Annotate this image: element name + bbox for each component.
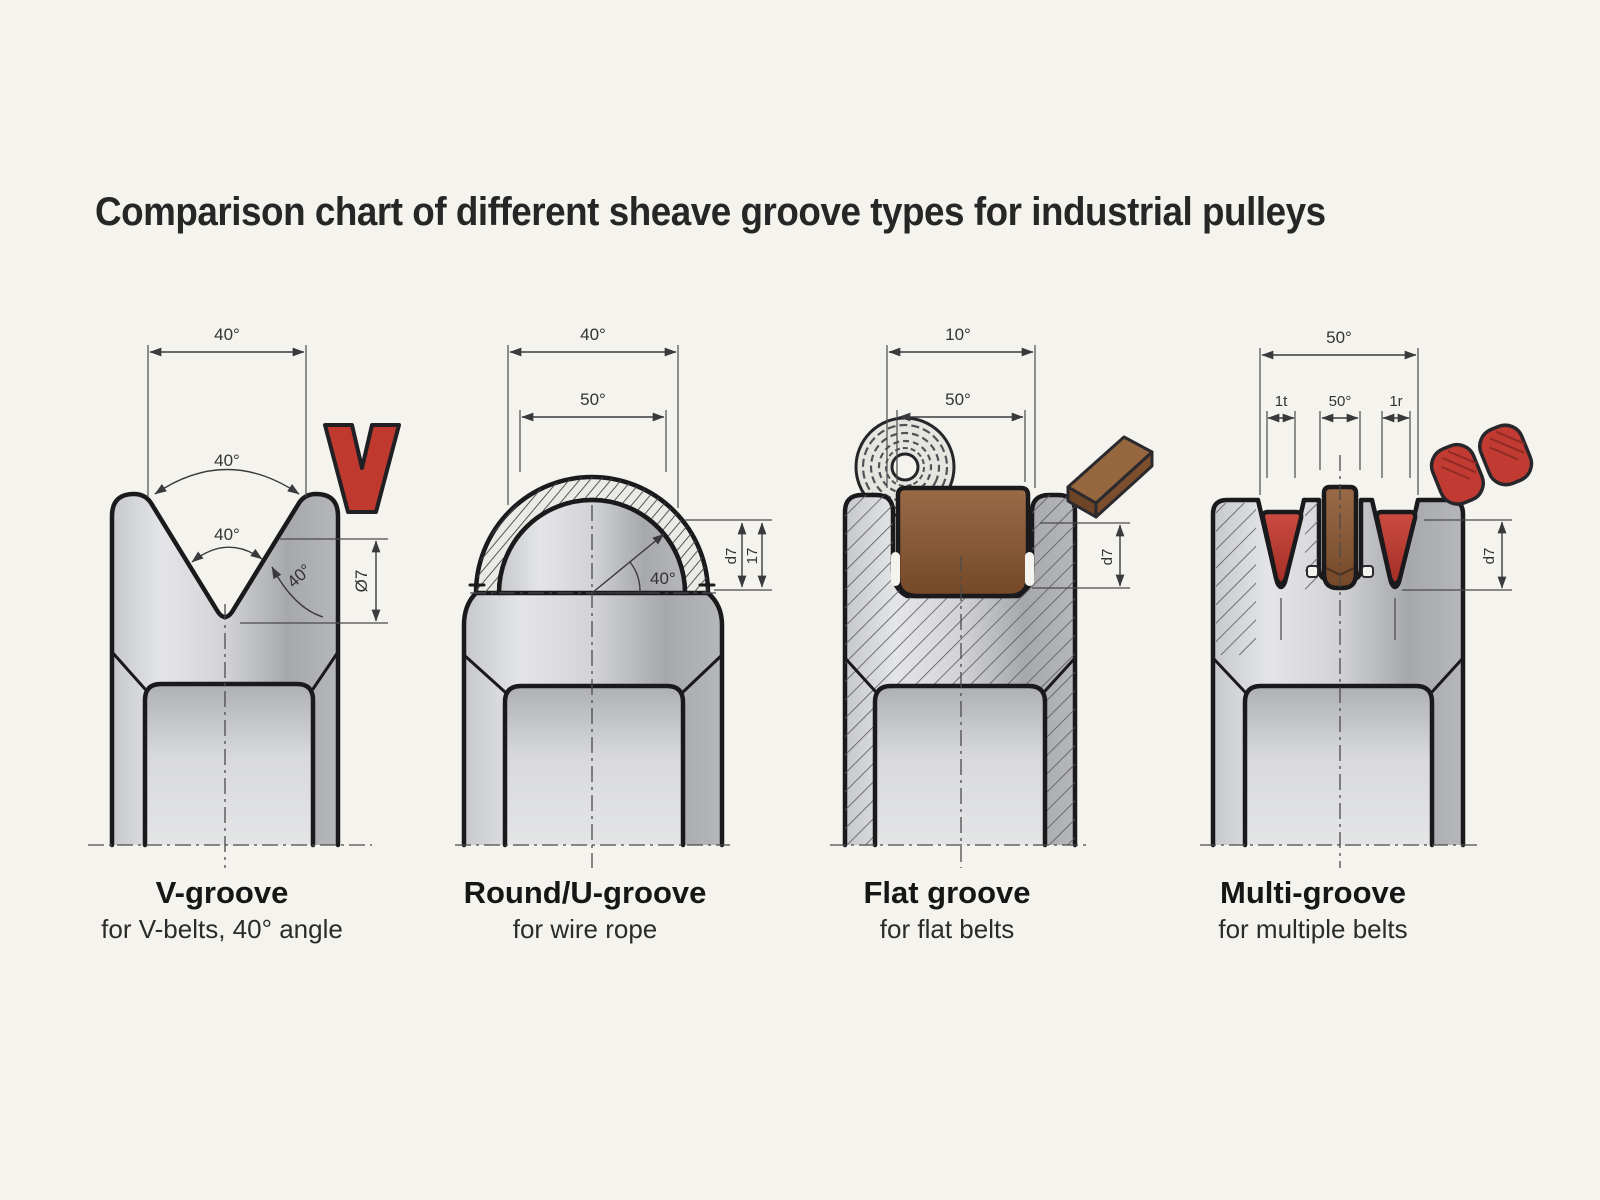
rim-hatch-mid — [1305, 503, 1318, 593]
panel-label-round-u-groove: Round/U-groove for wire rope — [464, 874, 707, 947]
panel-caption: for multiple belts — [1218, 913, 1408, 944]
v-belt-right — [1374, 509, 1418, 587]
rim-hatch-left — [1216, 503, 1256, 655]
round-groove-hub — [502, 683, 686, 848]
v-belt-left — [1260, 509, 1304, 587]
dim-radius-angle: 40° — [650, 569, 676, 588]
dim-inner-width: 50° — [580, 390, 606, 409]
round-u-groove-drawing: 40° 40° 50° d7 17 — [455, 325, 956, 868]
dim-depth: d7 — [1099, 549, 1116, 566]
v-groove-drawing: 40° 40° 40° 40° Ø7 — [88, 325, 401, 868]
dim-inner-arc: 40° — [214, 525, 240, 544]
panel-name: V-groove — [155, 875, 289, 910]
dim-depth-outer: d7 — [723, 548, 740, 565]
flat-belt-icon — [1066, 435, 1154, 519]
flat-belt-in-groove — [895, 485, 1031, 599]
panel-caption: for V-belts, 40° angle — [101, 913, 343, 944]
multi-groove-drawing: 50° 1t 50° 1r d7 — [1200, 328, 1534, 868]
dim-depth: Ø7 — [352, 570, 371, 593]
dim-top-width: 40° — [580, 325, 606, 344]
panel-caption: for wire rope — [512, 913, 658, 944]
v-belt-icon — [323, 423, 401, 514]
belt-relief-left — [891, 552, 900, 586]
dim-inner-width: 50° — [945, 390, 971, 409]
page-title: Comparison chart of different sheave gro… — [95, 190, 1326, 234]
center-belt — [1321, 484, 1359, 591]
belt-relief-right — [1025, 552, 1034, 586]
dim-depth: d7 — [1481, 548, 1498, 565]
dim-top-width: 50° — [1326, 328, 1352, 347]
panel-name: Round/U-groove — [463, 875, 707, 910]
flat-groove-hub — [872, 683, 1048, 848]
panel-caption: for flat belts — [879, 913, 1015, 944]
dim-top-width: 40° — [214, 325, 240, 344]
multi-groove-hub — [1242, 683, 1435, 848]
panel-name: Flat groove — [863, 875, 1031, 910]
dim-pitch-left: 1t — [1275, 393, 1288, 410]
multi-belt-icon — [1429, 423, 1534, 506]
panel-name: Multi-groove — [1220, 875, 1406, 910]
slot-relief-right — [1361, 565, 1374, 578]
v-groove-hub — [142, 681, 316, 848]
dim-center-width: 50° — [1329, 393, 1352, 410]
flat-groove-drawing: 10° 50° d7 — [830, 325, 1154, 868]
panel-label-flat-groove: Flat groove for flat belts — [863, 874, 1030, 947]
dim-depth-inner: 17 — [744, 548, 761, 565]
panel-label-v-groove: V-groove for V-belts, 40° angle — [101, 874, 343, 947]
dim-top-width: 10° — [945, 325, 971, 344]
slot-relief-left — [1306, 565, 1319, 578]
dim-upper-arc: 40° — [214, 451, 240, 470]
panel-label-multi-groove: Multi-groove for multiple belts — [1218, 874, 1407, 947]
dim-pitch-right: 1r — [1389, 393, 1402, 410]
